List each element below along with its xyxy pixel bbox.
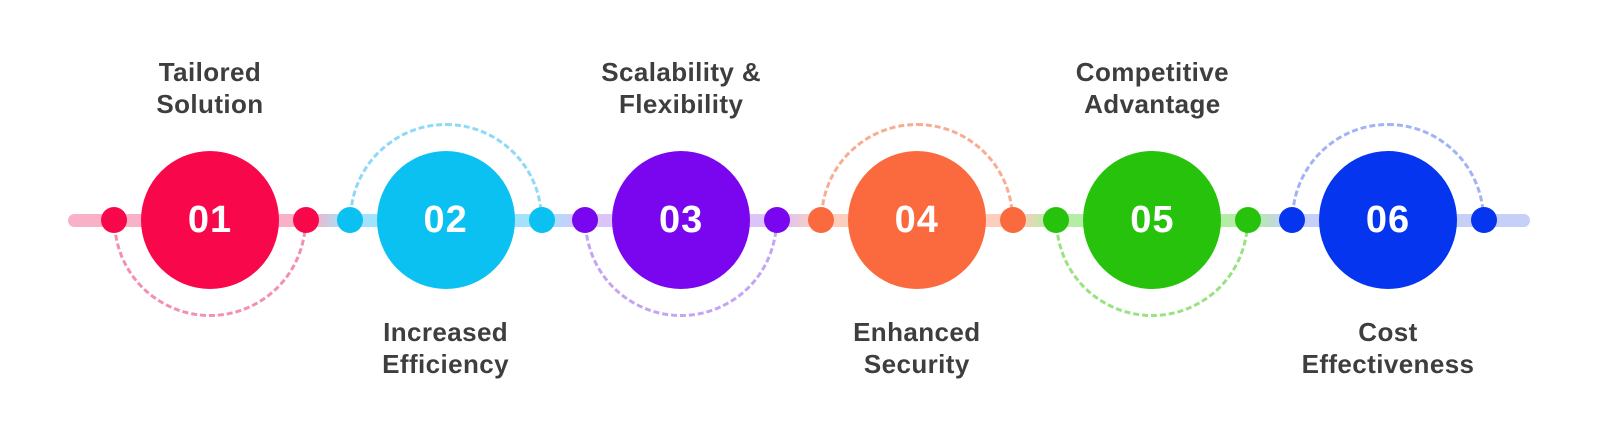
step-number: 06 — [1365, 198, 1411, 241]
dashed-arc — [346, 120, 546, 220]
step-number: 02 — [423, 198, 468, 241]
step-label: Scalability & Flexibility — [601, 57, 762, 119]
step-circle: 02 — [376, 151, 515, 289]
dot-right — [1471, 207, 1497, 233]
dot-right — [528, 207, 555, 233]
dot-left — [336, 207, 363, 233]
dot-right — [999, 207, 1026, 233]
dot-right — [1235, 207, 1262, 233]
dashed-arc — [1052, 220, 1252, 320]
step-label: Increased Efficiency — [382, 317, 509, 379]
step-number: 04 — [894, 198, 939, 241]
dot-left — [1279, 207, 1305, 233]
step-circle: 01 — [141, 151, 279, 289]
step-circle: 05 — [1083, 151, 1222, 289]
step-label: Tailored Solution — [156, 57, 264, 119]
dot-left — [101, 207, 127, 233]
dot-right — [293, 207, 319, 233]
dashed-arc — [1288, 120, 1488, 220]
step-label: Competitive Advantage — [1075, 57, 1229, 119]
step-number: 05 — [1130, 198, 1175, 241]
step-circle: 04 — [847, 151, 986, 289]
step-label: Cost Effectiveness — [1301, 317, 1475, 379]
dashed-arc — [110, 220, 310, 320]
step-number: 03 — [659, 198, 704, 241]
dashed-arc — [581, 220, 781, 320]
step-label: Enhanced Security — [853, 317, 981, 379]
dot-left — [572, 207, 599, 233]
dot-right — [764, 207, 791, 233]
dot-left — [1043, 207, 1070, 233]
step-number: 01 — [187, 198, 233, 241]
dot-left — [807, 207, 834, 233]
step-circle: 06 — [1319, 151, 1457, 289]
dashed-arc — [817, 120, 1017, 220]
step-circle: 03 — [612, 151, 751, 289]
